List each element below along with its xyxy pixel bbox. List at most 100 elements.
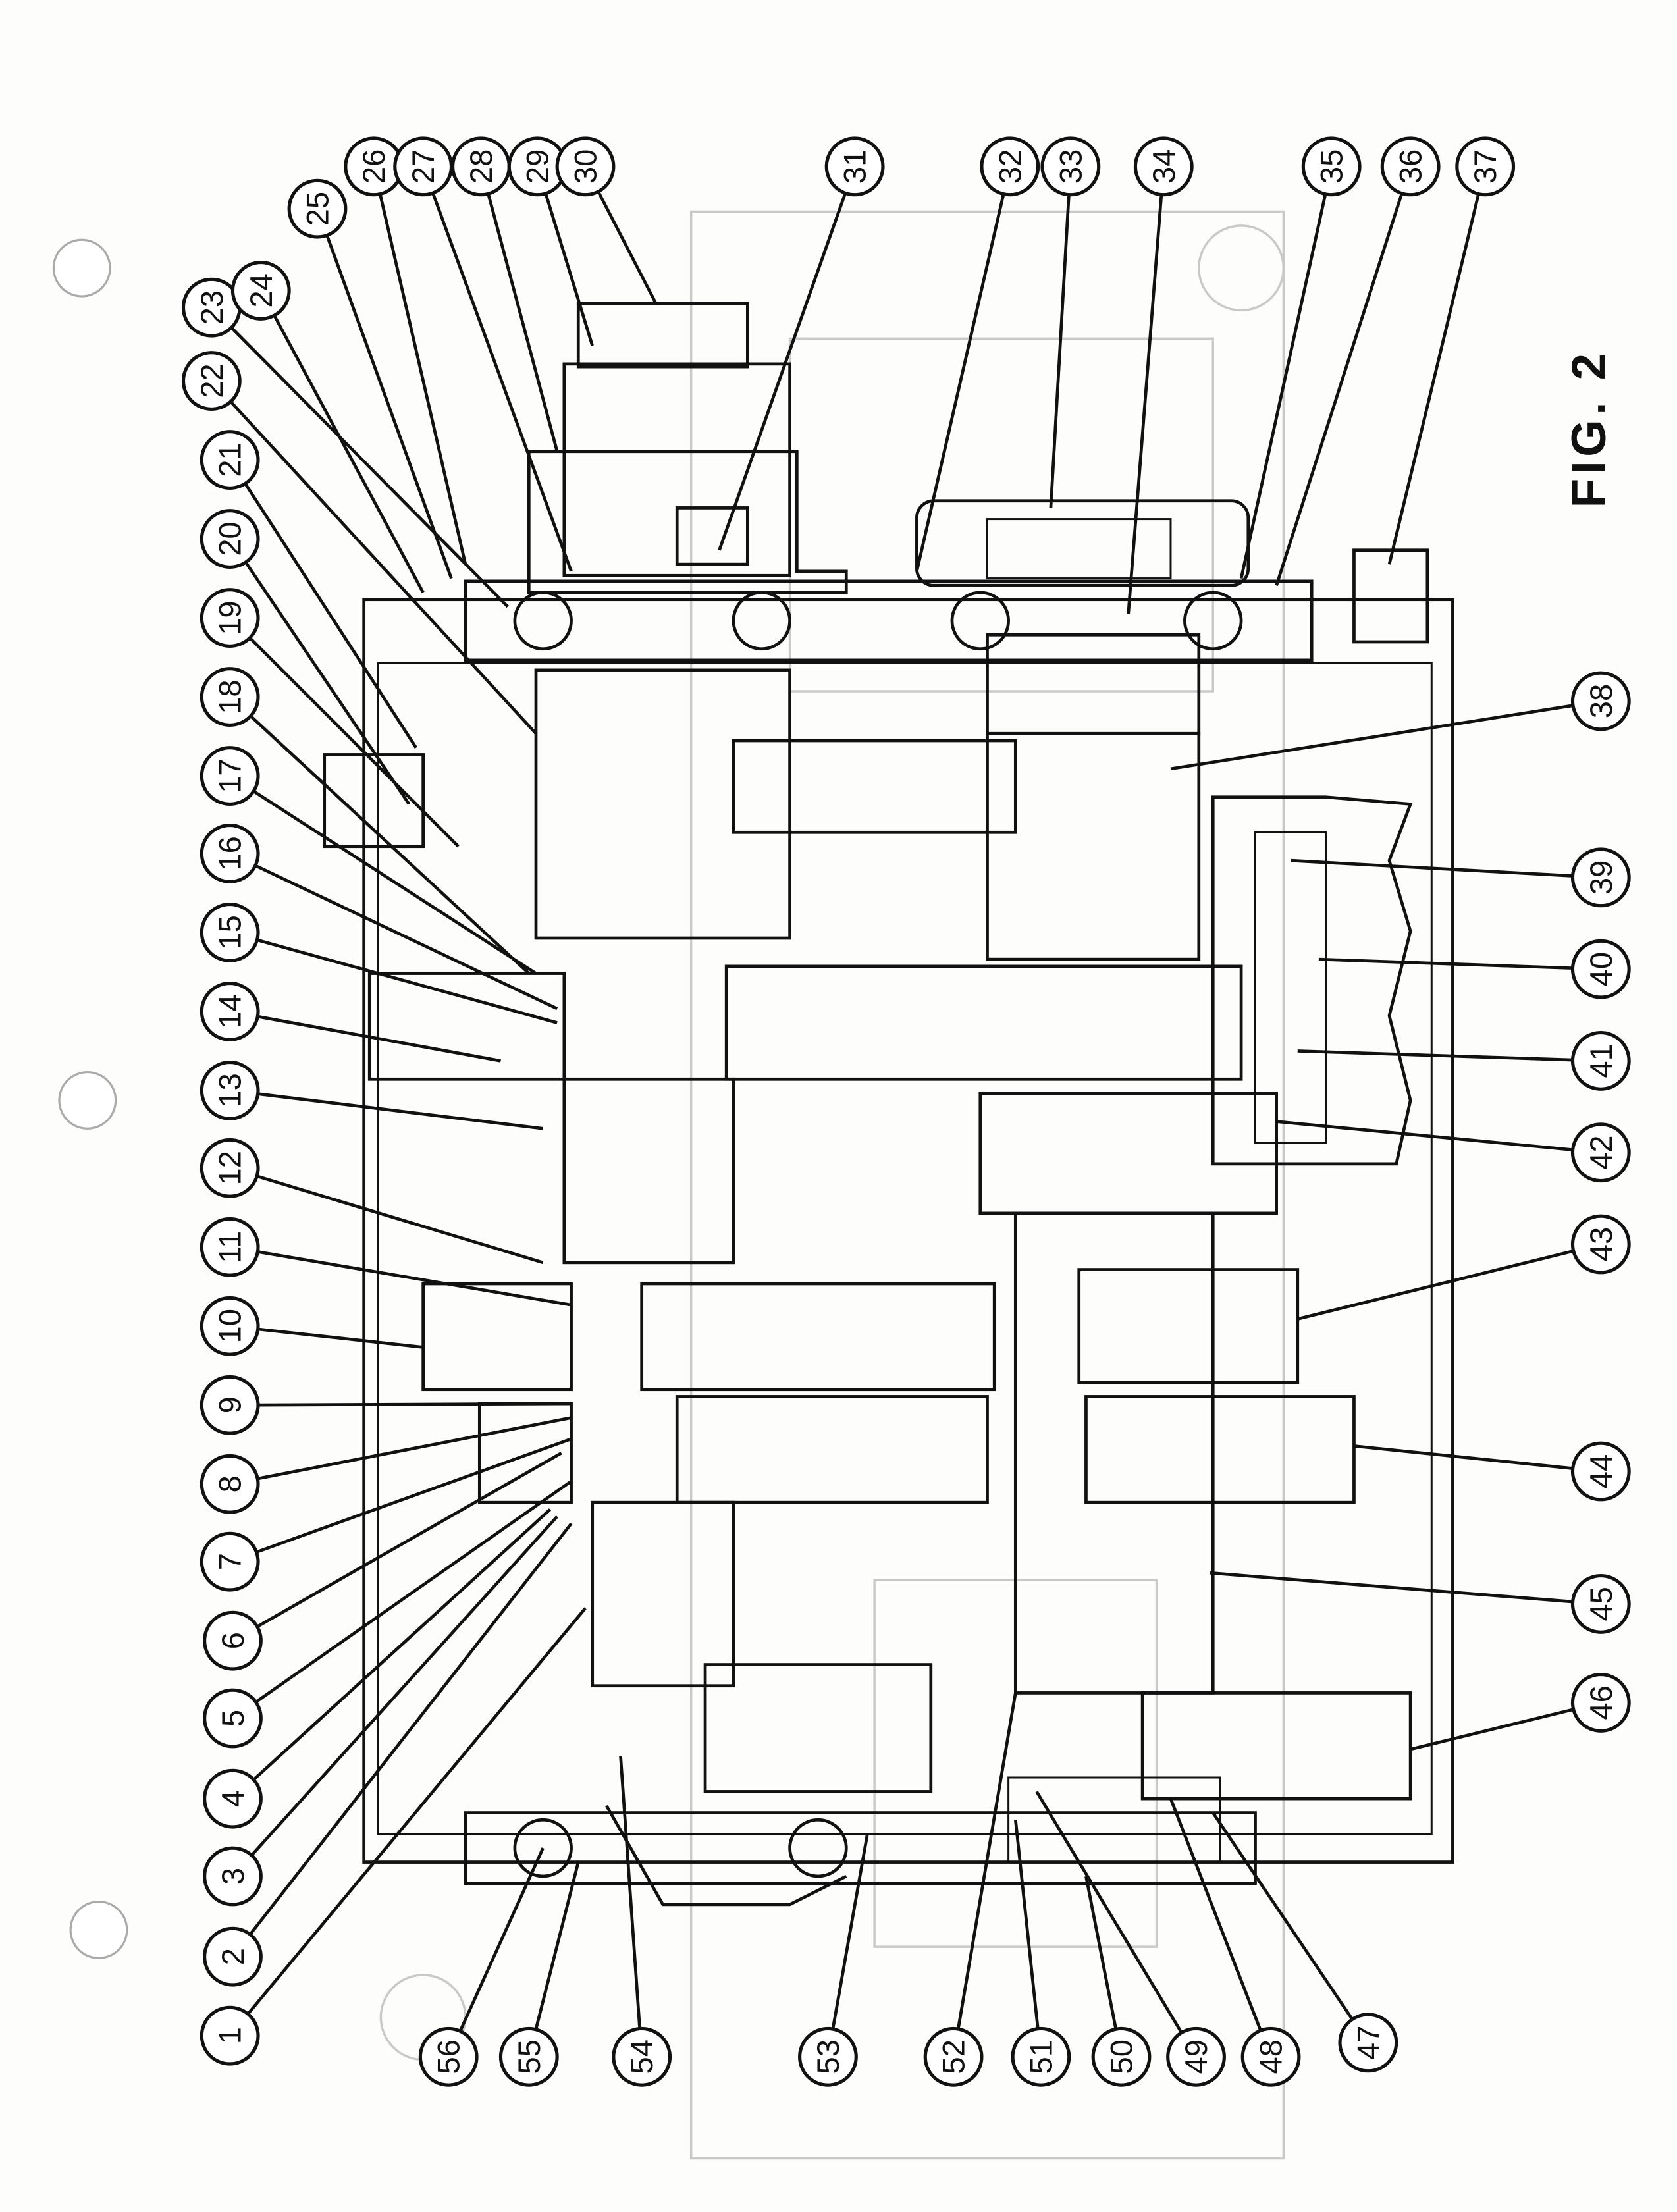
callout-number: 54 <box>624 2040 659 2074</box>
callout-number: 32 <box>992 149 1027 184</box>
leader-line-9 <box>259 1402 564 1407</box>
leader-line-51 <box>1013 1820 1040 2028</box>
callout-45: 45 <box>1570 1574 1631 1634</box>
callout-circle <box>200 1217 260 1277</box>
callout-41: 41 <box>1570 1031 1631 1091</box>
callout-number: 12 <box>213 1151 248 1185</box>
leader-line-44 <box>1354 1444 1572 1470</box>
callout-2: 2 <box>203 1926 263 1987</box>
callout-number: 8 <box>213 1475 248 1492</box>
leader-line-16 <box>255 864 558 1011</box>
leader-line-5 <box>255 1480 572 1703</box>
callout-number: 49 <box>1179 2040 1213 2074</box>
callout-circle <box>287 178 348 239</box>
callout-51: 51 <box>1011 2026 1071 2087</box>
ball-bearing <box>732 591 791 651</box>
callout-circle <box>1040 136 1101 197</box>
callout-22: 22 <box>181 351 242 411</box>
callout-circle <box>1380 136 1441 197</box>
leader-line-36 <box>1275 194 1403 587</box>
callout-circle <box>1133 136 1194 197</box>
countershaft <box>986 731 1413 1695</box>
callout-1: 1 <box>200 2005 260 2066</box>
callout-circle <box>200 1296 260 1356</box>
callout-40: 40 <box>1570 939 1631 999</box>
callout-number: 19 <box>213 600 248 635</box>
callout-circle <box>200 1138 260 1198</box>
callout-53: 53 <box>798 2026 858 2087</box>
callout-4: 4 <box>203 1768 263 1829</box>
callout-number: 1 <box>213 2027 248 2044</box>
callout-number: 26 <box>356 149 391 184</box>
punch-hole <box>52 238 111 298</box>
leader-line-23 <box>231 327 509 608</box>
countershaft-gear <box>986 633 1201 735</box>
callout-number: 36 <box>1393 149 1428 184</box>
callout-circle <box>200 1375 260 1435</box>
callout-number: 14 <box>213 994 248 1028</box>
callout-circle <box>498 2026 559 2087</box>
callout-circle <box>555 136 616 197</box>
callout-circle <box>1570 1441 1631 1502</box>
callout-36: 36 <box>1380 136 1441 197</box>
callout-circle <box>200 509 260 569</box>
leader-line-40 <box>1318 957 1572 970</box>
callout-number: 15 <box>213 915 248 949</box>
callout-20: 20 <box>200 509 260 569</box>
callout-circle <box>1301 136 1362 197</box>
callout-number: 6 <box>215 1632 250 1649</box>
bearing-retainer <box>527 450 848 594</box>
callout-circle <box>200 430 260 490</box>
callout-circle <box>200 1454 260 1514</box>
needle-bearing <box>1007 1776 1221 1864</box>
callout-number: 56 <box>431 2040 466 2074</box>
leader-line-41 <box>1297 1049 1572 1062</box>
ball-bearing <box>788 1818 848 1878</box>
callout-circle <box>980 136 1040 197</box>
callout-15: 15 <box>200 903 260 962</box>
callout-number: 7 <box>213 1553 248 1570</box>
callout-number: 17 <box>213 758 248 793</box>
leader-line-6 <box>257 1452 562 1627</box>
callout-9: 9 <box>200 1375 260 1435</box>
callout-number: 40 <box>1584 952 1618 986</box>
callout-number: 29 <box>520 149 555 184</box>
callout-10: 10 <box>200 1296 260 1356</box>
callout-number: 43 <box>1584 1227 1618 1261</box>
drain-plug <box>1352 548 1429 644</box>
callout-14: 14 <box>200 982 260 1041</box>
leader-line-8 <box>258 1416 572 1481</box>
ball-bearing <box>1183 591 1243 651</box>
callout-circle <box>203 1768 263 1829</box>
callout-12: 12 <box>200 1138 260 1198</box>
ghost-background-drawing <box>379 210 1285 2160</box>
leader-line-29 <box>545 194 594 346</box>
ball-bearing <box>950 591 1010 651</box>
callout-16: 16 <box>200 824 260 883</box>
callout-35: 35 <box>1301 136 1362 197</box>
leader-line-10 <box>259 1327 423 1349</box>
callout-number: 13 <box>213 1073 248 1107</box>
callout-circle <box>203 1846 263 1907</box>
callout-37: 37 <box>1455 136 1516 197</box>
callout-circle <box>200 746 260 806</box>
callout-circle <box>824 136 885 197</box>
callout-circle <box>1166 2026 1226 2087</box>
callout-34: 34 <box>1133 136 1194 197</box>
callout-number: 18 <box>213 679 248 714</box>
callout-39: 39 <box>1570 847 1631 908</box>
callout-19: 19 <box>200 588 260 648</box>
callout-29: 29 <box>507 136 568 197</box>
callout-8: 8 <box>200 1454 260 1514</box>
callout-circle <box>798 2026 858 2087</box>
leader-line-17 <box>253 790 537 975</box>
leader-line-56 <box>459 1847 545 2031</box>
hole-punches <box>52 238 128 1959</box>
leader-line-20 <box>245 562 411 805</box>
callout-circle <box>418 2026 479 2087</box>
leader-line-31 <box>718 194 847 551</box>
leader-line-7 <box>257 1437 572 1554</box>
leader-line-43 <box>1297 1250 1573 1321</box>
callout-number: 45 <box>1584 1587 1618 1621</box>
